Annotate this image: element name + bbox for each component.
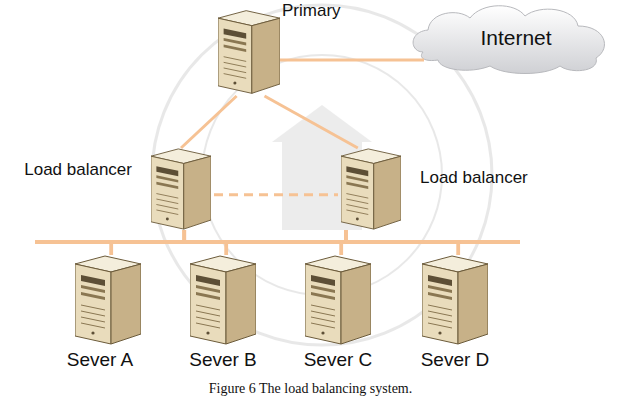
network-link bbox=[346, 230, 458, 255]
node-label: Sever A bbox=[45, 349, 155, 371]
server-node: Sever C bbox=[305, 255, 371, 345]
server-icon bbox=[151, 149, 211, 229]
server-node: Sever B bbox=[190, 255, 256, 345]
server-node: Sever A bbox=[75, 255, 141, 345]
network-link bbox=[184, 230, 458, 255]
connection-line bbox=[214, 193, 338, 196]
figure-caption: Figure 6 The load balancing system. bbox=[0, 381, 621, 397]
server-node: Sever D bbox=[422, 255, 488, 345]
primary-server: Primary bbox=[218, 8, 280, 96]
server-icon bbox=[190, 256, 256, 344]
node-label: Load balancer bbox=[24, 160, 132, 180]
node-label: Internet bbox=[418, 26, 614, 50]
network-link bbox=[111, 230, 346, 255]
load-balancer: Load balancer bbox=[338, 148, 404, 230]
server-icon bbox=[218, 11, 280, 94]
server-icon bbox=[422, 256, 488, 344]
load-balancer: Load balancer bbox=[148, 148, 214, 230]
node-label: Sever D bbox=[400, 349, 510, 371]
connection-line bbox=[280, 59, 424, 62]
node-label: Primary bbox=[282, 1, 341, 21]
node-label: Sever C bbox=[283, 349, 393, 371]
internet-cloud: Internet bbox=[418, 2, 614, 74]
server-icon bbox=[341, 149, 401, 229]
network-link bbox=[226, 230, 346, 255]
connection-line bbox=[181, 96, 237, 148]
node-label: Sever B bbox=[168, 349, 278, 371]
connection-line bbox=[265, 96, 358, 148]
server-icon bbox=[75, 256, 141, 344]
server-icon bbox=[305, 256, 371, 344]
node-label: Load balancer bbox=[420, 168, 528, 188]
